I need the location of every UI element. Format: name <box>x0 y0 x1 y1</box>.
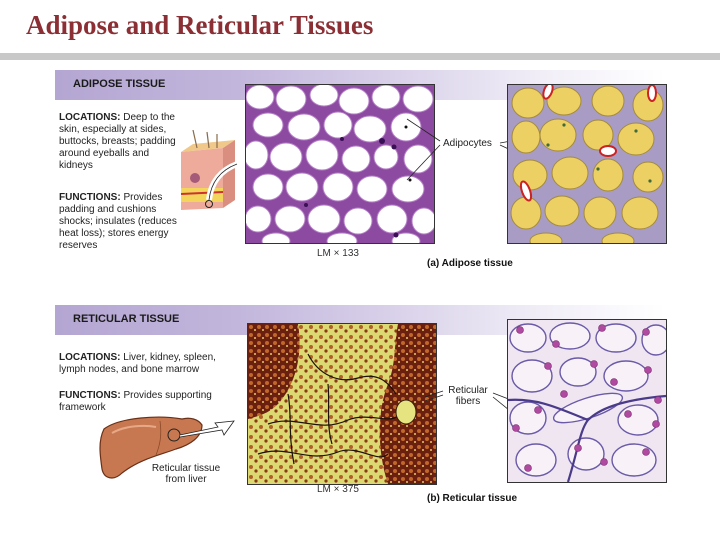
adipose-locations: LOCATIONS: Deep to the skin, especially … <box>59 112 177 172</box>
adipose-micrograph <box>245 84 435 244</box>
liver-label-line1: Reticular tissue <box>151 463 221 474</box>
reticular-header: RETICULAR TISSUE <box>73 313 180 325</box>
liver-label-line2: from liver <box>165 474 207 485</box>
reticular-micrograph <box>247 323 437 485</box>
adipose-drawing <box>507 84 667 244</box>
functions-label: FUNCTIONS: <box>59 390 121 401</box>
adipose-panel: ADIPOSE TISSUE LOCATIONS: Deep to the sk… <box>55 70 667 275</box>
skin-cross-section-icon <box>180 130 239 210</box>
reticular-functions: FUNCTIONS: Provides supporting framework <box>59 390 239 414</box>
locations-text: Deep to the skin, especially at sides, b… <box>59 112 176 171</box>
fibers-label-line1: Reticular <box>448 385 488 396</box>
reticular-magnification: LM × 375 <box>317 484 359 495</box>
adipocytes-label: Adipocytes <box>443 138 492 149</box>
fibers-label-line2: fibers <box>455 396 481 407</box>
locations-label: LOCATIONS: <box>59 112 121 123</box>
reticular-fibers-label: Reticular fibers <box>443 385 493 407</box>
adipose-functions: FUNCTIONS: Provides padding and cushions… <box>59 192 181 252</box>
functions-text: Provides supporting framework <box>59 390 212 413</box>
liver-label: Reticular tissue from liver <box>141 463 231 485</box>
locations-text: Liver, kidney, spleen, lymph nodes, and … <box>59 352 216 375</box>
adipose-caption: (a) Adipose tissue <box>427 258 513 269</box>
liver-icon <box>99 416 235 479</box>
reticular-locations: LOCATIONS: Liver, kidney, spleen, lymph … <box>59 352 239 376</box>
slide-title: Adipose and Reticular Tissues <box>26 10 374 40</box>
functions-label: FUNCTIONS: <box>59 192 121 203</box>
functions-text: Provides padding and cushions shocks; in… <box>59 192 177 251</box>
locations-label: LOCATIONS: <box>59 352 121 363</box>
reticular-drawing <box>507 319 667 483</box>
reticular-panel: RETICULAR TISSUE LOCATIONS: Liver, kidne… <box>55 305 667 510</box>
adipose-magnification: LM × 133 <box>317 248 359 259</box>
reticular-caption: (b) Reticular tissue <box>427 493 518 504</box>
adipose-header: ADIPOSE TISSUE <box>73 78 166 90</box>
title-divider <box>0 53 720 60</box>
